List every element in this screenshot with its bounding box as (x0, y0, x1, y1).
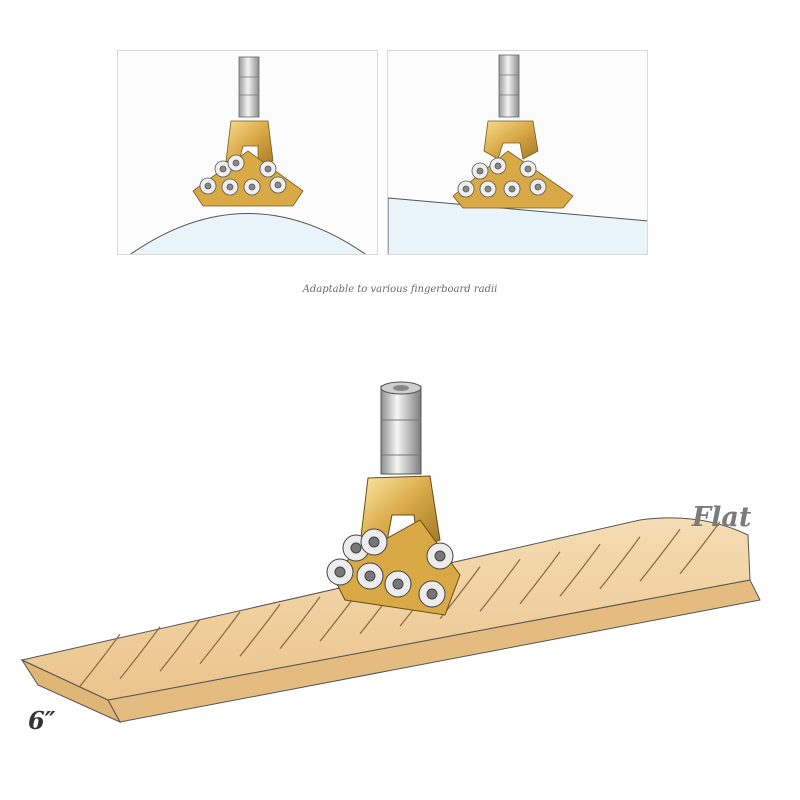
fret-slot (199, 611, 241, 665)
steel-shaft (238, 56, 260, 118)
roller-cluster (457, 157, 547, 198)
brass-yoke (483, 120, 539, 160)
curved-fingerboard (130, 213, 366, 254)
flat-board-illustration (388, 54, 647, 254)
steel-shaft (498, 54, 520, 118)
fret-slot (559, 543, 601, 597)
fret-slot (679, 521, 721, 575)
roller-cluster (199, 154, 287, 196)
fret-slot (79, 633, 121, 687)
fret-slot (599, 536, 641, 590)
caption: Adaptable to various fingerboard radii (302, 284, 498, 295)
flat-radius-label: Flat (692, 502, 752, 533)
fret-rocker-tool (326, 381, 461, 616)
fret-slot (479, 558, 521, 612)
fret-slot (159, 618, 201, 672)
radius-demo-panel-curved (117, 50, 378, 255)
fret-slot (279, 596, 321, 650)
steel-shaft (380, 385, 422, 475)
radius-demo-panel-flat (387, 50, 648, 255)
fret-slot (119, 626, 161, 680)
flat-fingerboard (388, 197, 647, 254)
curved-board-illustration (130, 56, 366, 254)
fret-slot (639, 528, 681, 582)
fingerboard-top (20, 517, 751, 701)
six-inch-radius-label: 6″ (28, 706, 56, 735)
fret-slot (239, 603, 281, 657)
roller-cluster (326, 528, 454, 608)
fret-slot (519, 551, 561, 605)
